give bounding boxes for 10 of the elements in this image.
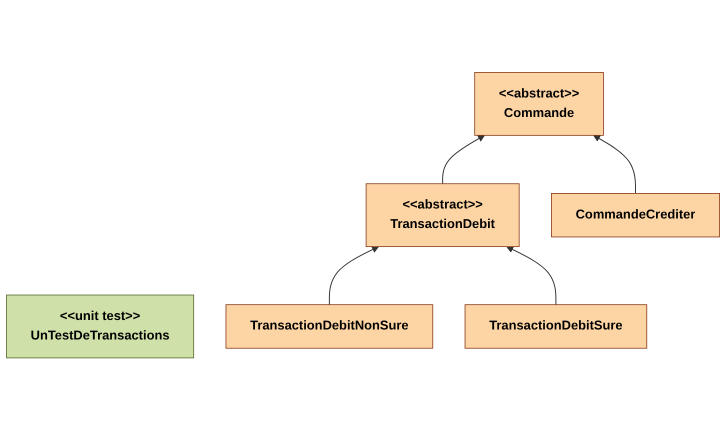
node-box: CommandeCrediter <box>551 192 720 238</box>
node-box: TransactionDebitNonSure <box>226 304 434 348</box>
arrow <box>506 246 556 305</box>
node-box: <<abstract>> TransactionDebit <box>366 183 520 247</box>
node-box: <<unit test>> UnTestDeTransactions <box>6 294 194 358</box>
arrow <box>593 134 636 194</box>
node-box: <<abstract>> Commande <box>474 72 604 136</box>
arrow <box>442 134 485 184</box>
node-box: TransactionDebitSure <box>464 304 648 348</box>
arrow <box>328 246 379 305</box>
